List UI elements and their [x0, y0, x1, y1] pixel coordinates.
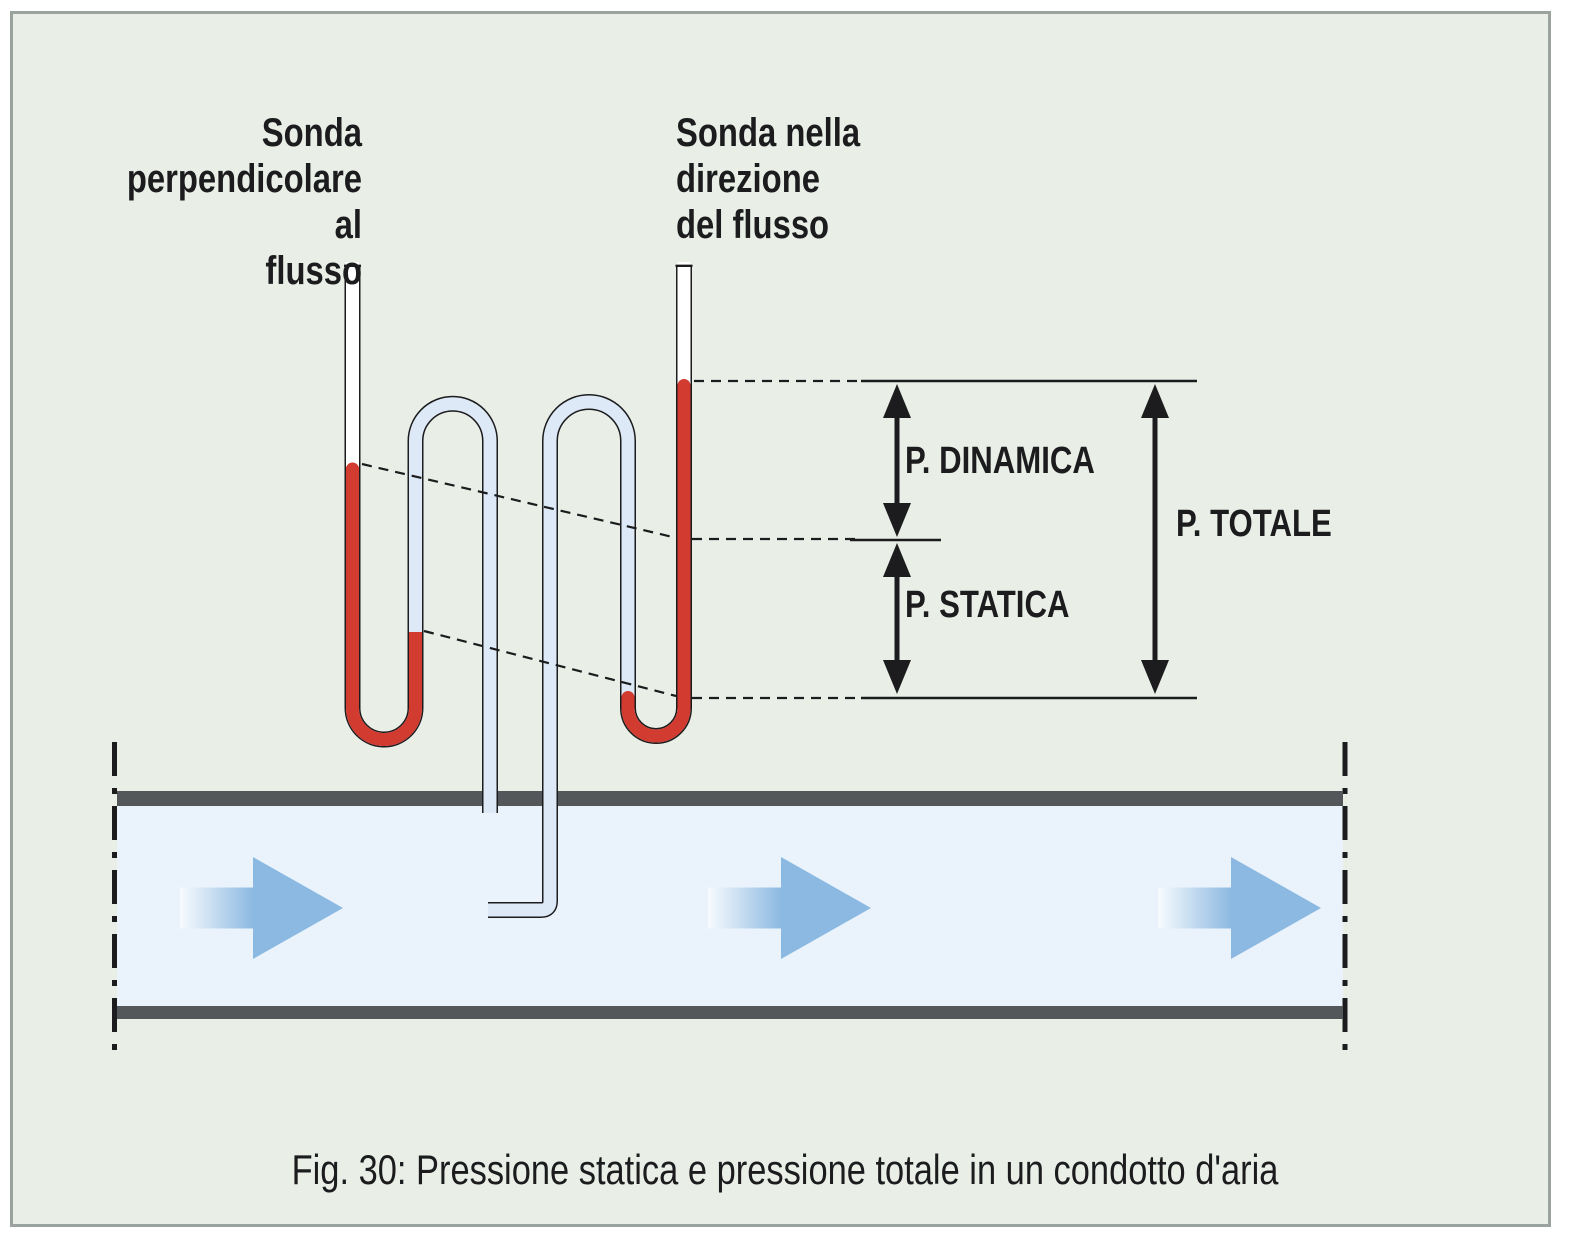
figure-caption: Fig. 30: Pressione statica e pressione t… [291, 1146, 1279, 1193]
probe-left-label: Sonda perpendicolare al flusso [126, 111, 362, 293]
dimension-arrow-total [1141, 384, 1169, 694]
liquid-meniscus [621, 691, 635, 704]
liquid-meniscus [346, 462, 359, 476]
flow-arrow [1158, 857, 1321, 959]
flow-arrow [708, 857, 871, 959]
figure-panel [10, 11, 1551, 1227]
dynamic-pressure-label: P. DINAMICA [905, 440, 1095, 482]
flow-arrow [180, 857, 343, 959]
level-dashed-line-mid-slope [361, 462, 678, 540]
static-liquid-column [346, 467, 422, 746]
liquid-meniscus [677, 379, 691, 392]
total-pressure-label: P. TOTALE [1176, 503, 1332, 545]
level-dashed-line-bottom-slope [423, 629, 677, 698]
pitot-liquid-column [621, 384, 691, 743]
static-pressure-label: P. STATICA [905, 584, 1070, 626]
duct-wall-bottom [117, 1006, 1343, 1019]
probe-right-label: Sonda nella direzione del flusso [676, 111, 861, 247]
duct-wall-top [117, 791, 1343, 806]
dimension-arrow-dynamic [883, 384, 911, 537]
dimension-arrow-static [883, 543, 911, 694]
